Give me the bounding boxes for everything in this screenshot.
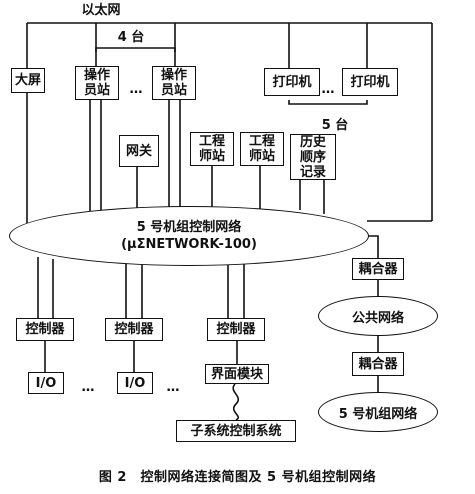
operator-station-2-box: 操作员站: [152, 66, 196, 100]
ethernet-label: 以太网: [81, 3, 121, 18]
operator-count-label: 4 台: [117, 30, 145, 45]
unit5-network-ellipse: 5 号机组网络: [318, 392, 438, 432]
coupler-1-box: 耦合器: [352, 258, 404, 280]
figure-caption: 图 2 控制网络连接简图及 5 号机组控制网络: [98, 470, 377, 485]
network-subtitle: (μΣNETWORK-100): [121, 237, 257, 252]
printer-2-box: 打印机: [342, 68, 398, 96]
subsystem-control-box: 子系统控制系统: [176, 420, 296, 442]
coupler-2-box: 耦合器: [352, 352, 404, 376]
big-screen-box: 大屏: [11, 68, 45, 93]
controller-3-box: 控制器: [207, 318, 265, 341]
printer-ellipsis: …: [321, 82, 335, 97]
unit5-control-network-ellipse: 5 号机组控制网络 (μΣNETWORK-100): [9, 206, 369, 266]
network-title: 5 号机组控制网络: [136, 220, 242, 235]
printer-group-brace: [288, 100, 368, 105]
io-1-box: I/O: [28, 372, 64, 394]
controller-2-box: 控制器: [105, 318, 163, 341]
engineer-station-1-box: 工程师站: [190, 132, 234, 166]
operator-station-1-box: 操作员站: [75, 66, 119, 100]
interface-module-box: 界面模块: [205, 364, 269, 384]
controller-1-box: 控制器: [16, 318, 74, 341]
gateway-box: 网关: [119, 135, 159, 167]
engineer-station-2-box: 工程师站: [240, 132, 284, 166]
printer-1-box: 打印机: [264, 68, 320, 96]
io-2-box: I/O: [117, 372, 153, 394]
history-record-box: 历史顺序记录: [290, 134, 336, 180]
operator-group-brace: [95, 47, 176, 52]
history-count-label: 5 台: [321, 118, 349, 133]
io-ellipsis-1: …: [81, 380, 95, 395]
operator-ellipsis: …: [129, 82, 143, 97]
io-ellipsis-2: …: [166, 380, 180, 395]
interface-wavy-link: [232, 383, 240, 421]
public-network-ellipse: 公共网络: [318, 296, 438, 336]
